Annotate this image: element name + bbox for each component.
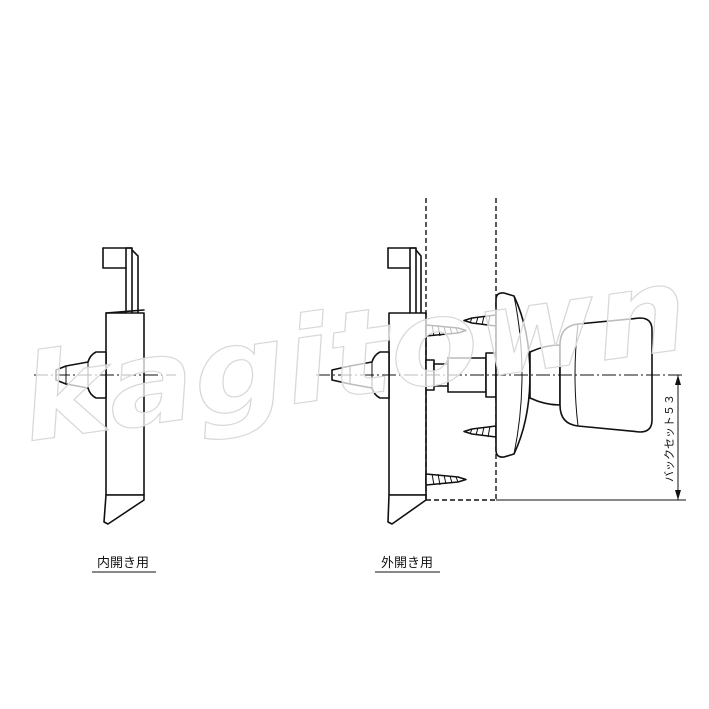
screws — [425, 314, 497, 486]
screw-icon — [425, 324, 467, 337]
latch-bevel — [103, 494, 145, 525]
latch-bevel-outward — [387, 494, 427, 525]
latch-tab-outward — [387, 247, 417, 314]
knob-rose — [495, 292, 561, 458]
screw-icon — [463, 425, 497, 438]
inward-latch-assembly — [55, 247, 145, 525]
caption-outward: 外開き用 — [381, 556, 433, 571]
backset-label: バックセット５３ — [663, 394, 676, 482]
caption-inward: 内開き用 — [97, 555, 149, 571]
outward-latch-assembly — [331, 247, 427, 525]
latch-tab — [102, 247, 133, 314]
backset-dimension — [496, 375, 686, 501]
strike-plate — [105, 312, 145, 496]
watermark-logo: kagitown — [13, 239, 696, 469]
screw-icon — [425, 473, 467, 486]
